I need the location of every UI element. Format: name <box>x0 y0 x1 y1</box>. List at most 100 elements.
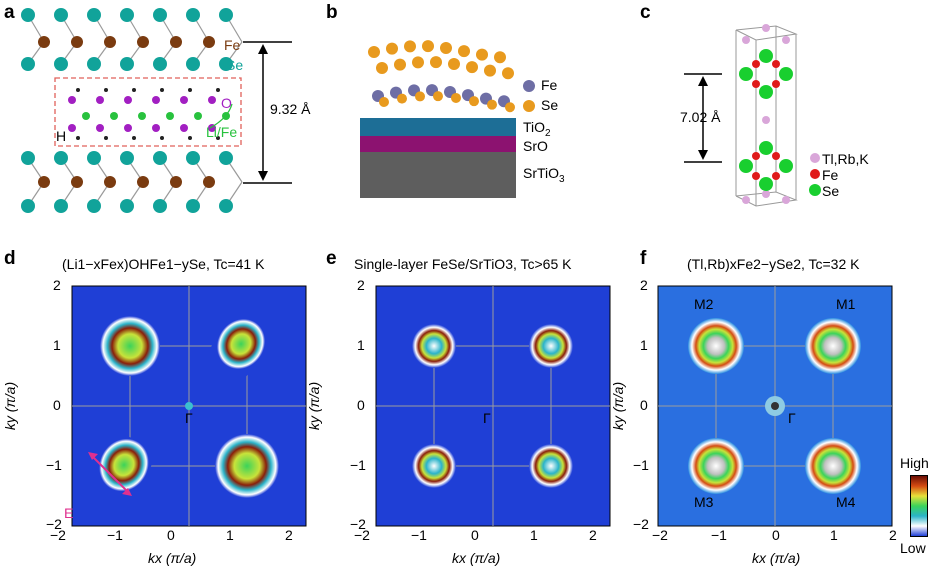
o-atom <box>152 124 160 132</box>
fe-atom <box>170 36 182 48</box>
f-ytick-m2: −2 <box>633 516 649 532</box>
panel-c-structure <box>684 24 821 207</box>
h-atom <box>76 136 80 140</box>
se-atom <box>186 57 200 71</box>
e-xtick-m1: −1 <box>411 527 427 543</box>
k-atom <box>762 24 770 32</box>
label-li-fe: Li/Fe <box>206 124 238 140</box>
d-ytick-m1: −1 <box>46 457 62 473</box>
se-atom <box>153 151 167 165</box>
h-atom <box>216 88 220 92</box>
o-atom <box>68 96 76 104</box>
legend-b-fe: Fe <box>541 77 558 93</box>
d-ytick-2: 2 <box>53 277 61 293</box>
se-atom <box>120 57 134 71</box>
e-ytick-m1: −1 <box>350 457 366 473</box>
d-ytick-1: 1 <box>53 337 61 353</box>
se-atom <box>487 99 497 110</box>
se-atom <box>739 159 753 173</box>
layer-sro: SrO <box>523 138 548 154</box>
k-atom <box>782 196 790 204</box>
se-atom <box>186 199 200 213</box>
fe-atom <box>772 172 780 180</box>
e-xlabel: kx (π/a) <box>452 550 501 566</box>
se-atom <box>476 48 488 61</box>
se-atom <box>219 199 233 213</box>
panel-letter-f: f <box>640 248 647 269</box>
d-xtick-m1: −1 <box>107 527 123 543</box>
label-h: H <box>56 128 67 144</box>
se-atom <box>759 85 773 99</box>
se-atom <box>412 56 424 69</box>
se-atom <box>21 151 35 165</box>
h-atom <box>188 88 192 92</box>
panel-e-gamma: Γ <box>483 410 491 426</box>
legend-b-se: Se <box>541 97 559 113</box>
se-atom <box>219 8 233 22</box>
panel-letter-b: b <box>326 2 338 23</box>
se-atom <box>186 8 200 22</box>
h-atom <box>160 136 164 140</box>
h-atom <box>104 136 108 140</box>
panel-d-title: (Li1−xFex)OHFe1−ySe, Tc=41 K <box>62 256 265 272</box>
label-m2: M2 <box>694 296 714 312</box>
o-atom <box>208 96 216 104</box>
label-m4: M4 <box>836 494 856 510</box>
fe-atom <box>772 60 780 68</box>
f-xtick-1: 1 <box>830 527 838 543</box>
f-xlabel: kx (π/a) <box>752 550 801 566</box>
e-ylabel: ky (π/a) <box>306 381 323 431</box>
colorbar-low: Low <box>900 540 926 556</box>
se-atom <box>759 141 773 155</box>
fe-atom <box>170 176 182 188</box>
se-atom <box>415 91 425 102</box>
se-atom <box>422 40 434 53</box>
panel-a-structure <box>21 8 292 213</box>
se-atom <box>759 177 773 191</box>
panel-f-gamma: Γ <box>788 410 796 426</box>
o-atom <box>68 124 76 132</box>
panel-f-map <box>657 285 893 527</box>
fe-atom <box>38 36 50 48</box>
legend-c-tlrbk: Tl,Rb,K <box>822 151 869 167</box>
o-atom <box>96 96 104 104</box>
se-atom <box>379 97 389 107</box>
li-atom <box>110 112 118 120</box>
f-xtick-m1: −1 <box>711 527 727 543</box>
distance-a: 9.32 Å <box>270 101 311 117</box>
fe-atom <box>752 60 760 68</box>
se-atom <box>433 91 443 102</box>
f-xtick-0: 0 <box>772 527 780 543</box>
se-atom <box>397 93 407 104</box>
panel-letter-c: c <box>640 2 651 23</box>
f-ytick-1: 1 <box>640 337 648 353</box>
e-ytick-2: 2 <box>357 277 365 293</box>
se-atom <box>87 151 101 165</box>
d-ytick-0: 0 <box>53 397 61 413</box>
k-atom <box>762 190 770 198</box>
li-atom <box>194 112 202 120</box>
se-atom <box>153 8 167 22</box>
se-atom <box>739 67 753 81</box>
se-atom <box>153 57 167 71</box>
fe-atom <box>752 152 760 160</box>
label-se: Se <box>226 57 244 73</box>
se-atom <box>448 57 460 70</box>
f-ylabel: ky (π/a) <box>610 381 627 431</box>
se-atom <box>494 51 506 64</box>
fe-atom <box>752 172 760 180</box>
se-atom <box>54 8 68 22</box>
d-xtick-2: 2 <box>285 527 293 543</box>
se-atom <box>502 67 514 80</box>
se-atom <box>21 8 35 22</box>
o-atom <box>124 124 132 132</box>
h-atom <box>188 136 192 140</box>
panel-e-map <box>375 285 611 527</box>
o-atom <box>152 96 160 104</box>
legend-c-fe: Fe <box>822 167 839 183</box>
legend-c-se: Se <box>822 183 840 199</box>
se-atom <box>368 46 380 58</box>
h-atom <box>132 136 136 140</box>
fe-atom <box>752 80 760 88</box>
k-atom <box>782 36 790 44</box>
